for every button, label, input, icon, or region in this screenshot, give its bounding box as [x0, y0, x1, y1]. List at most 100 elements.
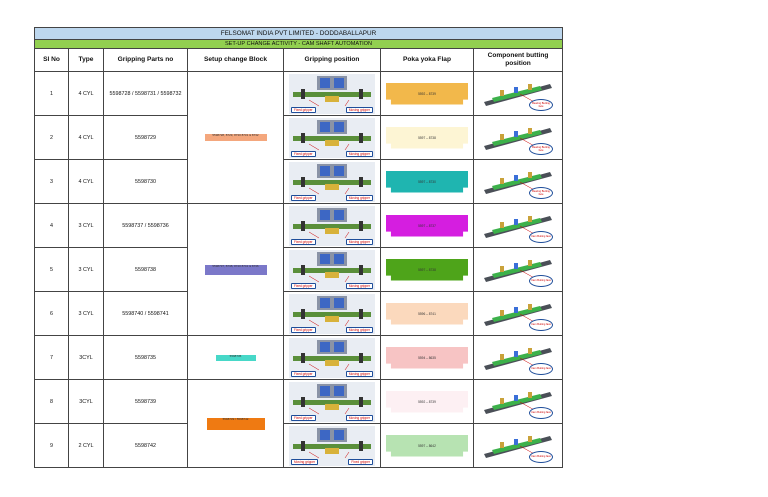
cell-type: 3CYL — [68, 335, 104, 380]
butting-face-label: Cam Butting face — [529, 230, 554, 243]
header-type: Type — [68, 48, 104, 72]
gripper-drawing — [289, 381, 375, 422]
grip-label-right: Moving gripper — [345, 414, 373, 421]
cell-setup-block: 5598728, 8729, 8730 8731 & 8732 — [187, 71, 284, 204]
cell-poka-yoka-flap: 5597 – 8642 — [380, 423, 474, 468]
cell-parts-no: 5598739 — [103, 379, 188, 424]
cell-parts-no: 5598740 / 5598741 — [103, 291, 188, 336]
cell-parts-no: 5598735 — [103, 335, 188, 380]
setup-block-image: 5598739 / 5598742 — [206, 417, 265, 430]
header-component-butting: Component butting position — [472, 48, 564, 72]
cell-type: 4 CYL — [68, 115, 104, 160]
poka-yoka-flap-image: 5592 – 8739 — [386, 390, 468, 413]
cell-component-butting: Cam Butting face — [472, 379, 564, 424]
butting-face-label: Cam Butting face — [529, 318, 554, 331]
cell-type: 2 CYL — [68, 423, 104, 468]
cell-parts-no: 5598738 — [103, 247, 188, 292]
cell-setup-block: 5598737, 8738, 8740 8741 & 8736 — [187, 203, 284, 336]
flap-text: 5597 – 8738 — [418, 135, 436, 140]
grip-label-right: Moving gripper — [345, 106, 373, 113]
flap-text: 5597 – 8730 — [418, 179, 436, 184]
poka-yoka-flap-image: 5596 – 8741 — [386, 302, 468, 325]
cell-poka-yoka-flap: 5597 – 8738 — [380, 247, 474, 292]
cell-sl-no: 3 — [34, 159, 69, 204]
flap-text: 5594 – 8635 — [418, 355, 436, 360]
cell-gripping-position: Moving gripper Fixed gripper — [283, 423, 381, 468]
camshaft-drawing — [484, 435, 553, 458]
grip-label-left: Fixed gripper — [291, 150, 316, 157]
camshaft-drawing — [484, 303, 553, 326]
cell-setup-block: 5598735 — [187, 335, 284, 380]
grip-label-right: Moving gripper — [345, 194, 373, 201]
cell-sl-no: 9 — [34, 423, 69, 468]
grip-label-right: Moving gripper — [345, 282, 373, 289]
cell-poka-yoka-flap: 5594 – 8635 — [380, 335, 474, 380]
company-title: FELSOMAT INDIA PVT LIMITED - DODDABALLAP… — [33, 27, 564, 40]
grip-label-right: Moving gripper — [345, 326, 373, 333]
cell-component-butting: Cam Butting face — [472, 203, 564, 248]
cell-component-butting: Cam Butting face — [472, 291, 564, 336]
cell-sl-no: 4 — [34, 203, 69, 248]
setup-block-text: 5598735 — [229, 354, 242, 358]
cell-sl-no: 7 — [34, 335, 69, 380]
poka-yoka-flap-image: 5597 – 8737 — [386, 214, 468, 237]
cell-poka-yoka-flap: 5597 – 8730 — [380, 159, 474, 204]
flap-text: 5592 – 8739 — [418, 91, 436, 96]
poka-yoka-flap-image: 5597 – 8738 — [386, 258, 468, 281]
cell-sl-no: 8 — [34, 379, 69, 424]
cell-parts-no: 5598728 / 5598731 / 5598732 — [103, 71, 188, 116]
flap-text: 5592 – 8739 — [418, 399, 436, 404]
grip-label-right: Moving gripper — [345, 150, 373, 157]
cell-type: 3 CYL — [68, 291, 104, 336]
flap-text: 5597 – 8738 — [418, 267, 436, 272]
flap-text: 5597 – 8642 — [418, 443, 436, 448]
poka-yoka-flap-image: 5597 – 8730 — [386, 170, 468, 193]
poka-yoka-flap-image: 5597 – 8738 — [386, 126, 468, 149]
header-sl-no: Sl No — [34, 48, 69, 72]
flap-text: 5596 – 8741 — [418, 311, 436, 316]
butting-face-label: Bearing Butting face — [529, 142, 554, 155]
cell-sl-no: 2 — [34, 115, 69, 160]
cell-type: 4 CYL — [68, 71, 104, 116]
butting-face-label: Bearing Butting face — [529, 98, 554, 111]
grip-label-left: Moving gripper — [291, 458, 319, 465]
cell-poka-yoka-flap: 5596 – 8741 — [380, 291, 474, 336]
poka-yoka-flap-image: 5594 – 8635 — [386, 346, 468, 369]
header-gripping-parts: Gripping Parts no — [103, 48, 188, 72]
cell-sl-no: 1 — [34, 71, 69, 116]
setup-sheet: FELSOMAT INDIA PVT LIMITED - DODDABALLAP… — [33, 27, 564, 468]
setup-block-image: 5598737, 8738, 8740 8741 & 8736 — [204, 264, 267, 275]
setup-block-text: 5598728, 8729, 8730 8731 & 8732 — [212, 134, 259, 137]
cell-component-butting: Bearing Butting face — [472, 71, 564, 116]
camshaft-drawing — [484, 127, 553, 150]
cell-type: 3 CYL — [68, 247, 104, 292]
cell-type: 4 CYL — [68, 159, 104, 204]
cell-poka-yoka-flap: 5597 – 8738 — [380, 115, 474, 160]
grip-label-left: Fixed gripper — [291, 370, 316, 377]
setup-block-image: 5598728, 8729, 8730 8731 & 8732 — [204, 134, 267, 141]
header-setup-block: Setup change Block — [187, 48, 284, 72]
cell-poka-yoka-flap: 5597 – 8737 — [380, 203, 474, 248]
activity-subtitle: SET-UP CHANGE ACTIVITY - CAM SHAFT AUTOM… — [33, 39, 564, 49]
cell-type: 3CYL — [68, 379, 104, 424]
cell-type: 3 CYL — [68, 203, 104, 248]
cell-component-butting: Cam Butting face — [472, 335, 564, 380]
setup-table: FELSOMAT INDIA PVT LIMITED - DODDABALLAP… — [33, 27, 564, 468]
cell-poka-yoka-flap: 5592 – 8739 — [380, 379, 474, 424]
grip-label-right: Fixed gripper — [348, 458, 373, 465]
header-row: Sl No Type Gripping Parts no Setup chang… — [34, 48, 564, 72]
cell-setup-block: 5598739 / 5598742 — [187, 379, 284, 468]
cell-component-butting: Cam Butting face — [472, 247, 564, 292]
butting-face-label: Cam Butting face — [529, 450, 554, 463]
